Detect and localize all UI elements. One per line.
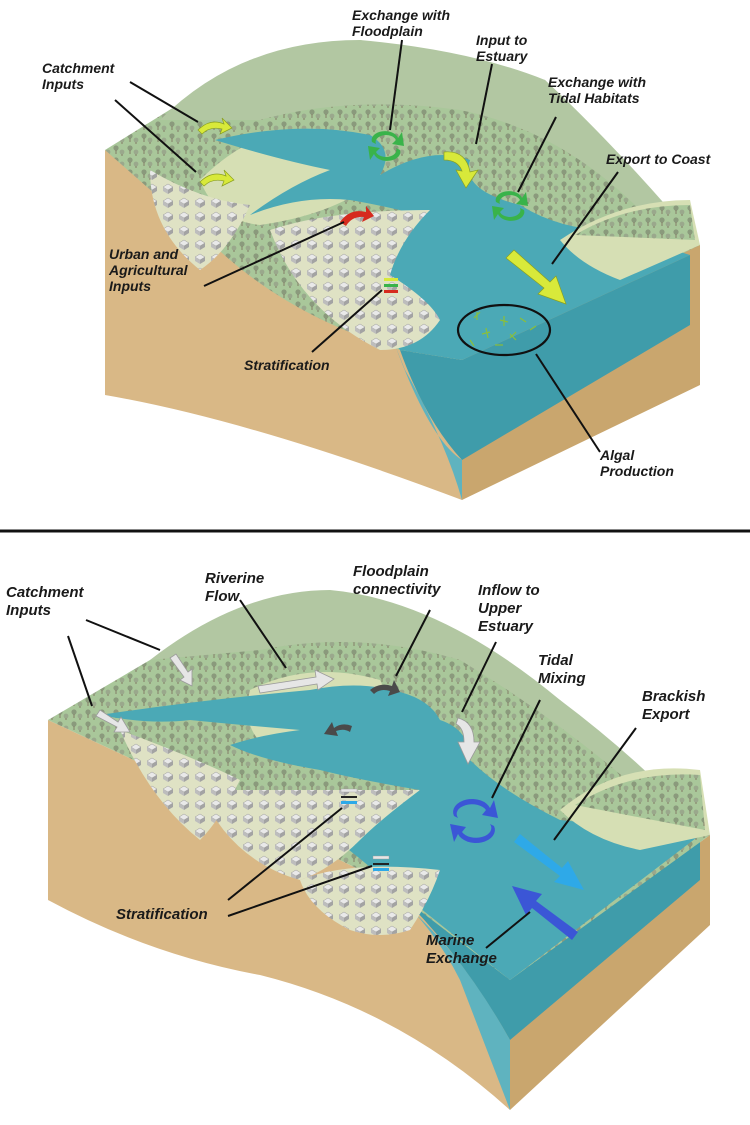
panel-1-block <box>105 40 700 500</box>
panel-2-water-front <box>385 835 700 1040</box>
label-brackish-export: Brackish Export <box>642 688 706 723</box>
brackish-export-arrow <box>514 834 584 890</box>
panel-2-headland-trees <box>575 774 705 830</box>
catchment-arrow-2 <box>199 169 235 187</box>
urban-input-arrow <box>340 206 374 226</box>
catchment-arrow-b <box>95 709 131 733</box>
panel-1-stratification-icon <box>384 278 398 293</box>
label-stratification-1: Stratification <box>244 357 330 373</box>
catchment-arrow-a <box>169 653 193 687</box>
floodplain-arrow-1 <box>370 680 400 696</box>
catchment-arrow-1 <box>197 117 233 135</box>
estuary-input-arrow <box>443 151 479 189</box>
label-urban-agricultural: Urban and Agricultural Inputs <box>109 246 188 294</box>
label-exchange-tidal: Exchange with Tidal Habitats <box>548 74 647 106</box>
panel-2-soil-front <box>48 720 510 1110</box>
label-tidal-mixing: Tidal Mixing <box>538 652 586 687</box>
panel-2-block <box>48 590 710 1110</box>
panel-1-urban-left <box>150 170 250 270</box>
label-exchange-floodplain: Exchange with Floodplain <box>352 7 451 39</box>
panel-2-arrows <box>95 653 584 940</box>
coast-export-arrow <box>505 249 567 305</box>
panel-2-stratification-icon-upper <box>340 788 358 804</box>
panel-2-ridge <box>150 590 710 835</box>
inflow-arrow <box>455 717 481 765</box>
panel-2-leaders <box>67 599 637 949</box>
tidal-exchange-arrow <box>492 191 528 221</box>
label-inflow-upper-estuary: Inflow to Upper Estuary <box>478 582 540 635</box>
panel-1-water-side <box>395 345 462 500</box>
label-catchment-inputs-2: Catchment Inputs <box>6 584 84 619</box>
label-riverine-flow: Riverine Flow <box>205 570 265 605</box>
panel-1-water-front <box>400 255 690 460</box>
panel-1-headland-trees <box>575 205 695 240</box>
label-algal-production: Algal Production <box>600 447 674 479</box>
label-catchment-inputs: Catchment Inputs <box>42 60 115 92</box>
panel-2-water <box>100 685 700 980</box>
algae-icons <box>469 311 537 347</box>
panel-2-stratification-icon-lower <box>372 855 390 871</box>
marine-exchange-arrow <box>512 886 578 940</box>
panel-2-urban-left <box>120 730 240 840</box>
panel-1-arrows <box>197 117 567 357</box>
floodplain-exchange-arrow <box>368 131 404 161</box>
panel-1-leaders <box>114 39 619 453</box>
riverine-flow-arrow <box>257 669 335 694</box>
label-floodplain-connectivity: Floodplain connectivity <box>353 563 441 598</box>
floodplain-arrow-2 <box>324 722 352 736</box>
panel-1-ridge <box>160 40 700 245</box>
tidal-mixing-arrow <box>450 798 498 844</box>
panel-1-urban-lower <box>270 210 440 350</box>
panel-1-water <box>215 128 690 360</box>
panel-2-urban-lower <box>300 866 440 935</box>
label-input-estuary: Input to Estuary <box>476 32 528 64</box>
label-export-coast: Export to Coast <box>606 151 711 167</box>
label-stratification-2: Stratification <box>116 906 208 923</box>
algal-production-ellipse <box>456 303 552 357</box>
label-marine-exchange: Marine Exchange <box>426 932 497 967</box>
